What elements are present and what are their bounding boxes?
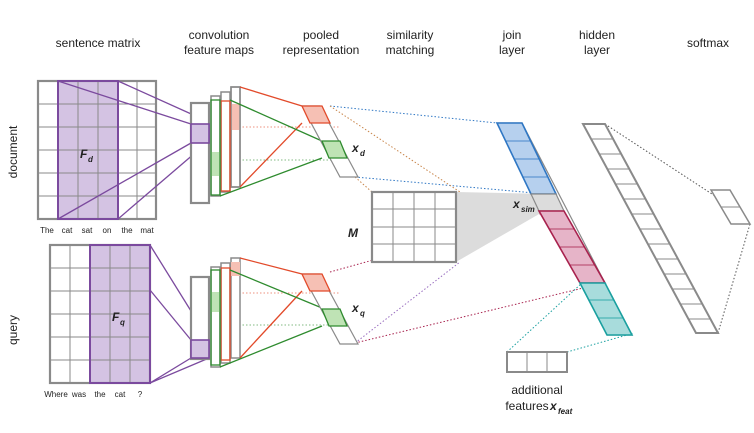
header-hidden-layer: layer	[584, 43, 610, 57]
header-join: join	[502, 28, 522, 42]
document-pooling-lines	[219, 86, 323, 197]
document-feature-maps	[189, 86, 241, 205]
doc-token: cat	[62, 226, 73, 235]
var-Fq-sub: q	[120, 318, 125, 327]
additional-features-label-2: features	[505, 399, 548, 413]
header-sentence-matrix: sentence matrix	[56, 36, 141, 50]
query-pooling-lines	[219, 257, 323, 368]
query-filter-window	[89, 244, 151, 384]
document-tokens: The cat sat on the mat	[40, 226, 154, 235]
header-representation: representation	[283, 43, 360, 57]
join-segment-feat	[578, 282, 634, 336]
doc-token: on	[103, 226, 112, 235]
similarity-projection	[456, 192, 546, 262]
additional-features: additional features x feat	[505, 351, 573, 416]
document-sentence-matrix: F d	[36, 79, 158, 221]
document-pooled-vector: x d	[300, 105, 366, 178]
query-sentence-matrix: F q	[48, 243, 152, 385]
similarity-matrix: M	[348, 190, 458, 264]
header-pooled: pooled	[303, 28, 339, 42]
query-token: ?	[138, 390, 143, 399]
doc-token: The	[40, 226, 54, 235]
query-token: cat	[115, 390, 126, 399]
softmax-layer	[709, 189, 752, 225]
doc-token: mat	[140, 226, 154, 235]
var-xfeat: x	[549, 399, 558, 413]
header-softmax: softmax	[687, 36, 729, 50]
hidden-layer	[581, 123, 720, 334]
doc-token: sat	[82, 226, 93, 235]
var-xq-sub: q	[360, 309, 365, 318]
header-join-layer: layer	[499, 43, 525, 57]
query-side-label: query	[6, 315, 20, 345]
header-hidden: hidden	[579, 28, 615, 42]
var-xfeat-sub: feat	[558, 407, 573, 416]
doc-token: the	[121, 226, 133, 235]
additional-features-label-1: additional	[511, 383, 562, 397]
var-xq: x	[351, 301, 360, 315]
header-similarity: similarity	[387, 28, 434, 42]
var-xd: x	[351, 141, 360, 155]
document-filter-window	[57, 80, 119, 220]
header-matching: matching	[386, 43, 435, 57]
document-side-label: document	[6, 125, 20, 178]
query-token: was	[71, 390, 86, 399]
query-pooled-vector: x q	[300, 273, 365, 345]
header-convolution: convolution	[189, 28, 250, 42]
join-layer: x sim	[495, 122, 634, 336]
query-tokens: Where was the cat ?	[44, 390, 143, 399]
query-feature-maps	[189, 257, 241, 368]
var-Fq: F	[112, 310, 120, 324]
var-M: M	[348, 226, 359, 240]
var-xsim: x	[512, 197, 521, 211]
query-token: Where	[44, 390, 68, 399]
var-xsim-sub: sim	[521, 205, 535, 214]
header-feature-maps: feature maps	[184, 43, 254, 57]
var-Fd-sub: d	[88, 155, 94, 164]
var-Fd: F	[80, 147, 88, 161]
query-token: the	[94, 390, 106, 399]
var-xd-sub: d	[360, 149, 366, 158]
